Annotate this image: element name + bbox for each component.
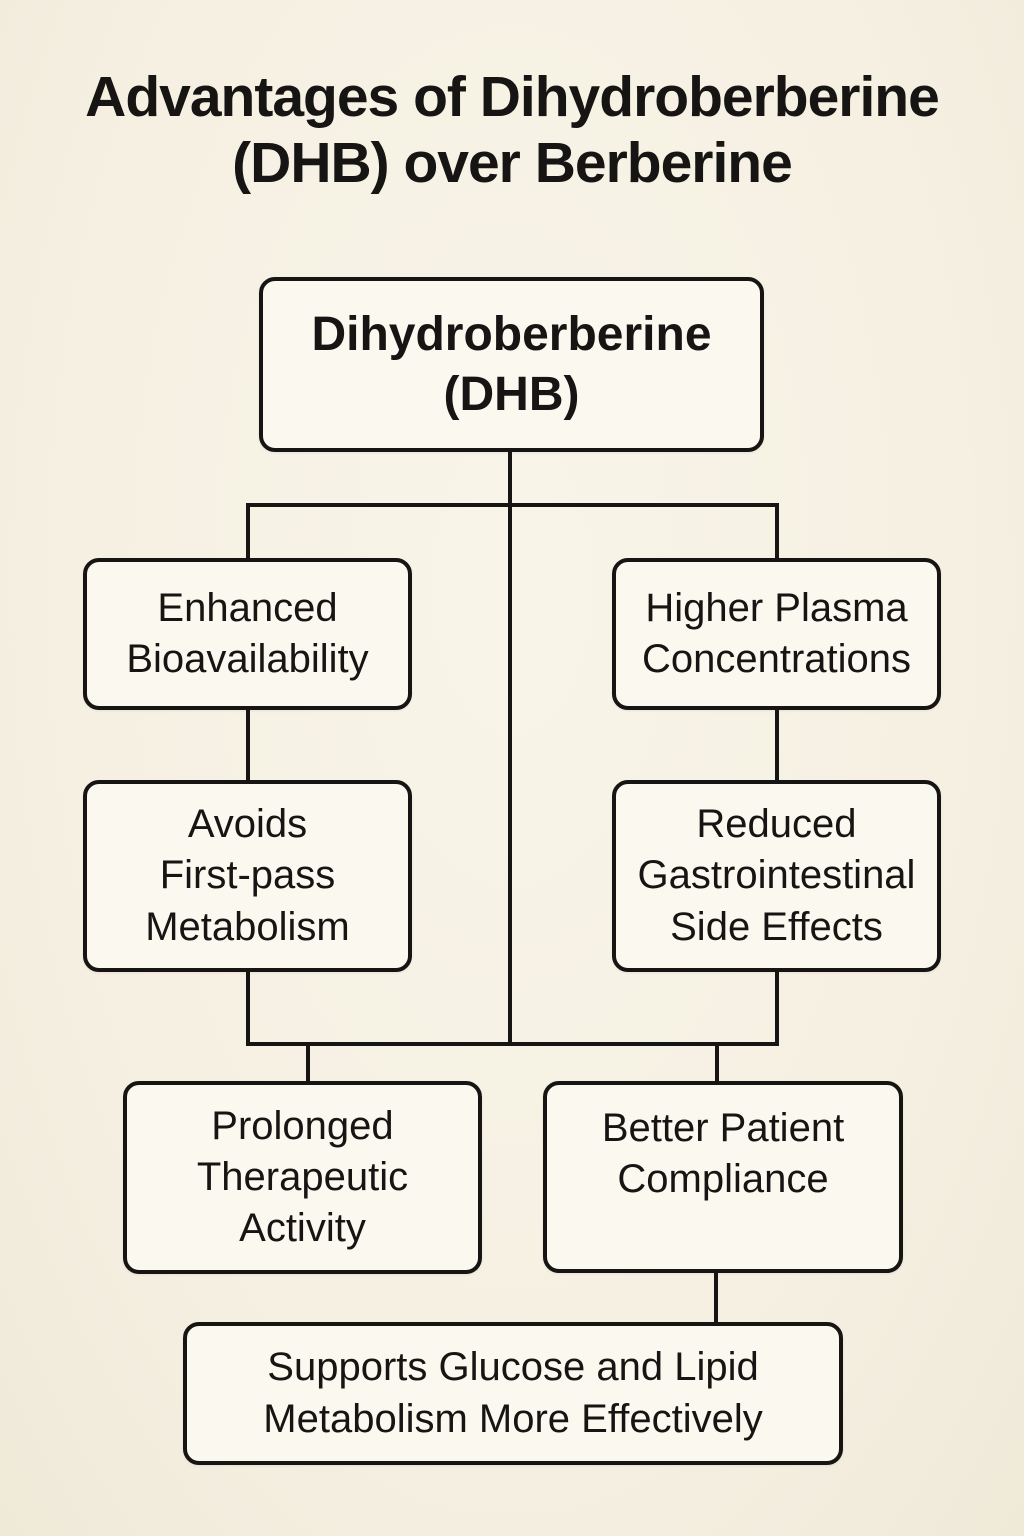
- node-better-patient-compliance: Better Patient Compliance: [543, 1081, 903, 1273]
- node-supports-glucose-lipid-metabolism: Supports Glucose and Lipid Metabolism Mo…: [183, 1322, 843, 1465]
- connector-to-prolonged: [306, 1046, 310, 1083]
- node-higher-plasma-concentrations: Higher Plasma Concentrations: [612, 558, 941, 710]
- node-enhanced-bioavailability: Enhanced Bioavailability: [83, 558, 412, 710]
- node-higher-plasma-concentrations-label: Higher Plasma Concentrations: [641, 585, 912, 681]
- node-avoids-first-pass-metabolism: Avoids First-pass Metabolism: [83, 780, 412, 972]
- connector-right-to-plasma: [775, 505, 779, 560]
- connector-root-center-stem: [508, 452, 512, 1046]
- node-dihydroberberine-label: Dihydroberberine (DHB): [311, 307, 712, 421]
- connector-bottom-crossbar: [246, 1042, 779, 1046]
- connector-compliance-to-supports: [714, 1271, 718, 1324]
- node-reduced-gastrointestinal-side-effects-label: Reduced Gastrointestinal Side Effects: [637, 802, 916, 949]
- node-prolonged-therapeutic-activity-label: Prolonged Therapeutic Activity: [196, 1103, 409, 1251]
- connector-enhanced-to-firstpass: [246, 708, 250, 782]
- connector-left-to-enhanced: [246, 505, 250, 560]
- node-better-patient-compliance-label: Better Patient Compliance: [601, 1105, 845, 1201]
- connector-firstpass-to-crossbar: [246, 970, 250, 1046]
- node-supports-glucose-lipid-metabolism-label: Supports Glucose and Lipid Metabolism Mo…: [263, 1345, 763, 1441]
- node-avoids-first-pass-metabolism-label: Avoids First-pass Metabolism: [145, 802, 350, 949]
- connector-top-crossbar: [246, 503, 779, 507]
- node-prolonged-therapeutic-activity: Prolonged Therapeutic Activity: [123, 1081, 482, 1274]
- node-reduced-gastrointestinal-side-effects: Reduced Gastrointestinal Side Effects: [612, 780, 941, 972]
- page-title: Advantages of Dihydroberberine (DHB) ove…: [85, 65, 940, 196]
- connector-to-compliance: [715, 1046, 719, 1083]
- connector-plasma-to-gi: [775, 708, 779, 782]
- node-dihydroberberine: Dihydroberberine (DHB): [259, 277, 764, 452]
- node-enhanced-bioavailability-label: Enhanced Bioavailability: [126, 585, 369, 681]
- connector-gi-to-crossbar: [775, 970, 779, 1046]
